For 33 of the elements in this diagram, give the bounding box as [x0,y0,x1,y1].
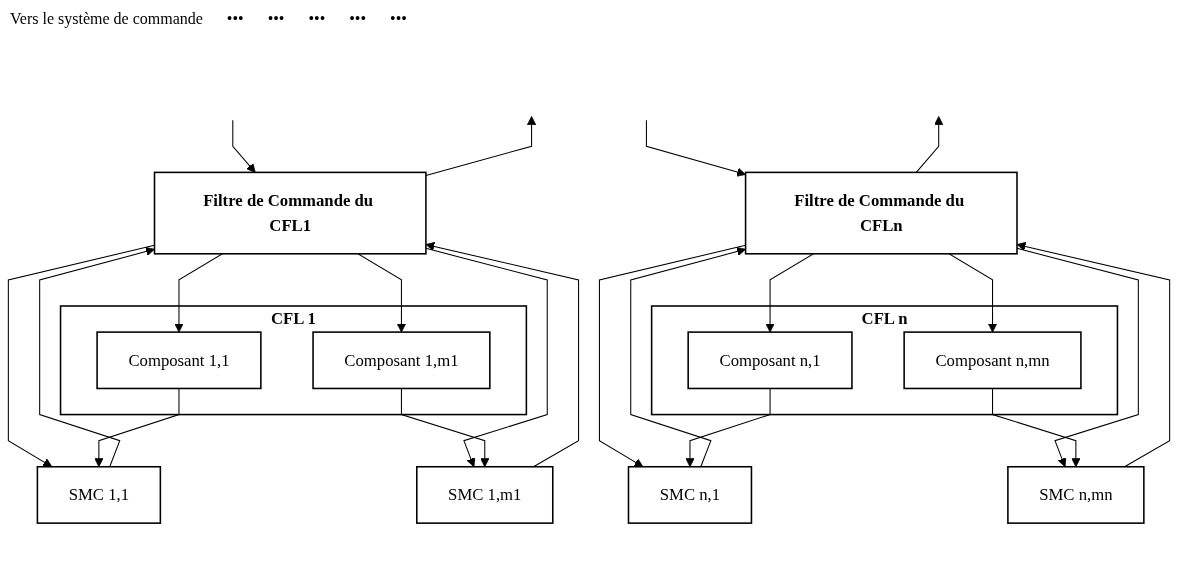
node-box: Filtre de Commande du CFL1 [153,171,427,255]
node-box: Filtre de Commande du CFLn [744,171,1018,255]
arrow [948,253,998,333]
arrow [94,387,180,468]
arrow [685,387,771,468]
node-box: Composant n,mn [903,331,1082,390]
arrow [765,253,815,333]
ellipsis-label: ••• [349,10,367,28]
arrow [630,247,746,468]
ellipsis-label: ••• [308,10,326,28]
arrow [39,247,155,468]
arrow [645,119,746,177]
bus-label: Vers le système de commande [10,10,203,28]
node-box: Composant 1,1 [96,331,262,390]
ellipsis-label: ••• [390,10,407,28]
arrow [915,116,944,173]
ellipsis-label: ••• [267,10,285,28]
arrow [425,116,537,177]
node-box: SMC 1,m1 [416,465,554,524]
arrow [400,387,490,468]
node-box: Composant n,1 [687,331,853,390]
arrow [357,253,407,333]
arrow [7,244,155,468]
arrow [425,241,580,468]
node-box: SMC n,1 [627,465,753,524]
node-box: SMC n,mn [1007,465,1145,524]
ellipsis-label: ••• [226,10,244,28]
arrow [992,387,1081,468]
arrow [425,247,548,468]
arrow [232,119,256,173]
arrow [174,253,223,333]
node-box: SMC 1,1 [36,465,162,524]
node-box: Composant 1,m1 [312,331,491,390]
